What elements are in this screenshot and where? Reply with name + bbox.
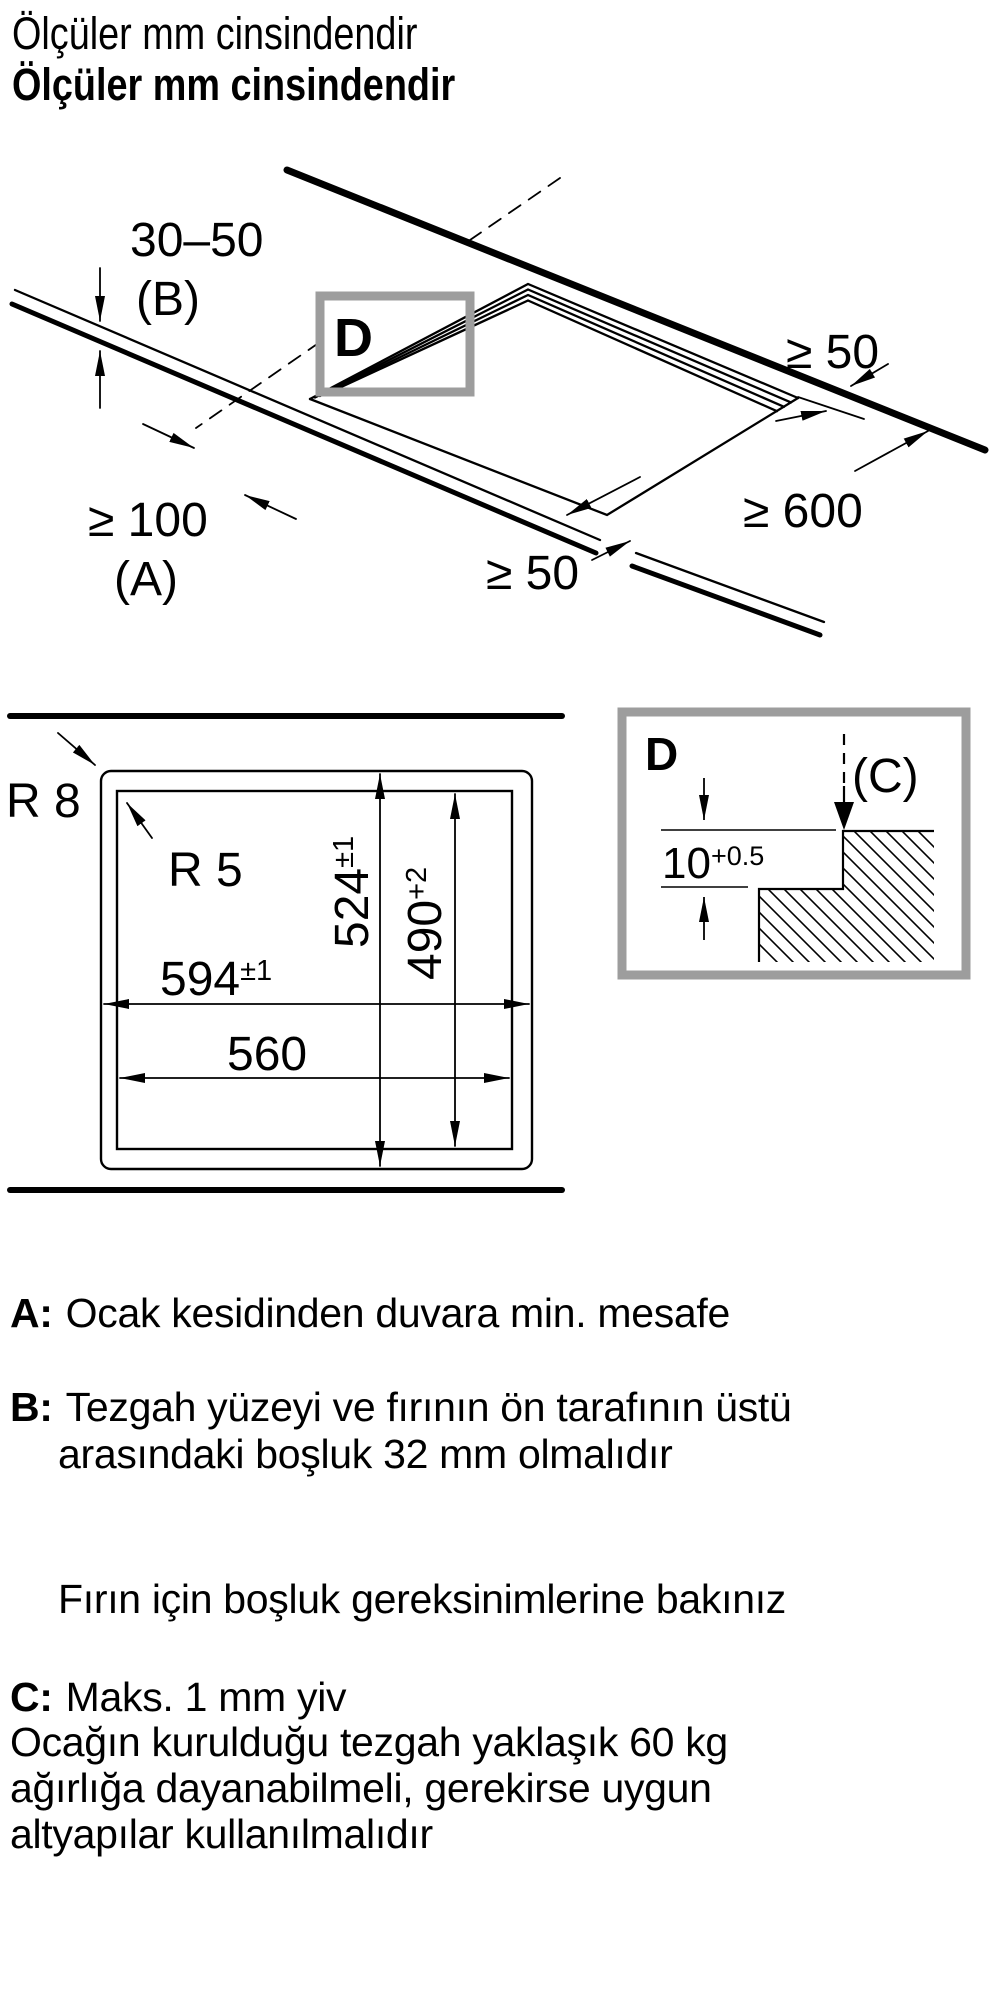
note-weight-line2: ağırlığa dayanabilmeli, gerekirse uygun <box>10 1765 712 1811</box>
front-gap-dimension-arrow <box>591 540 631 561</box>
note-b-label: B: <box>10 1384 53 1430</box>
hob-depth-label: 524±1 <box>326 836 379 948</box>
side-distance-dimension-arrows <box>142 423 297 520</box>
section-hatching <box>759 831 934 962</box>
groove-ref-label: (C) <box>852 750 919 803</box>
hob-width-label: 594±1 <box>160 953 272 1006</box>
inner-radius-label: R 5 <box>168 844 243 897</box>
step-profile-outline <box>757 829 934 962</box>
units-note: Ölçüler mm cinsindendir <box>12 8 418 59</box>
detail-d-title: D <box>645 728 678 780</box>
note-b-line2: arasındaki boşluk 32 mm olmalıdır <box>58 1431 673 1477</box>
cutout-top-view <box>7 713 565 1193</box>
counter-edge-top <box>13 288 602 542</box>
note-a: A: Ocak kesidinden duvara min. mesafe <box>10 1290 730 1337</box>
counter-edge-top <box>634 551 826 624</box>
note-weight-line3: altyapılar kullanılmalıdır <box>10 1811 433 1857</box>
worktop-depth-dimension-arrows <box>566 430 929 516</box>
detail-d-callout-frame <box>315 291 475 397</box>
cutout-outline <box>115 789 514 1151</box>
detail-d-frame <box>617 707 971 980</box>
units-note-bold: Ölçüler mm cinsindendir <box>12 59 456 110</box>
counter-edge-bottom <box>9 301 599 556</box>
rear-gap-dimension-arrows <box>775 363 889 422</box>
wall-line <box>283 166 989 454</box>
detail-d-view <box>617 707 971 980</box>
detail-d-marker: D <box>334 308 373 368</box>
front-gap-label: ≥ 50 <box>486 547 579 600</box>
note-weight-line1: Ocağın kurulduğu tezgah yaklaşık 60 kg <box>10 1719 728 1765</box>
counter-edge-bottom <box>629 563 823 638</box>
groove-indicator <box>834 734 854 830</box>
note-b-line1: Tezgah yüzeyi ve fırının ön tarafının üs… <box>65 1384 792 1430</box>
outer-radius-label: R 8 <box>6 775 81 828</box>
hob-outline <box>99 769 534 1171</box>
note-oven: Fırın için boşluk gereksinimlerine bakın… <box>58 1576 786 1622</box>
cutout-extension-dashed-line <box>469 177 561 241</box>
cutout-width-label: 560 <box>227 1028 307 1081</box>
wall-side-distance-label: ≥ 100 <box>88 494 208 547</box>
note-c-text: Maks. 1 mm yiv <box>65 1674 347 1720</box>
worktop-depth-label: ≥ 600 <box>743 485 863 538</box>
note-c: C: Maks. 1 mm yiv <box>10 1674 347 1721</box>
step-depth-dimension <box>661 778 836 940</box>
page-title: Ölçüler mm cinsindendir Ölçüler mm cinsi… <box>12 8 455 110</box>
cutout-lower-edges <box>308 396 800 517</box>
counter-thickness-ref: (B) <box>136 273 200 326</box>
wall-side-distance-ref: (A) <box>114 553 178 606</box>
cutout-depth-label: 490+2 <box>399 867 452 980</box>
cutout-rim-band <box>308 282 800 413</box>
note-a-label: A: <box>10 1290 53 1336</box>
inner-radius-arrow <box>126 802 153 839</box>
counter-thickness-label: 30–50 <box>130 214 263 267</box>
note-b: B: Tezgah yüzeyi ve fırının ön tarafının … <box>10 1384 792 1431</box>
rear-gap-label: ≥ 50 <box>786 326 879 379</box>
perspective-view <box>9 166 989 638</box>
note-c-label: C: <box>10 1674 53 1720</box>
cutout-extension-dashed-line <box>195 341 321 429</box>
outer-radius-arrow <box>57 732 96 766</box>
note-a-text: Ocak kesidinden duvara min. mesafe <box>65 1290 731 1336</box>
step-depth-label: 10+0.5 <box>662 839 764 888</box>
